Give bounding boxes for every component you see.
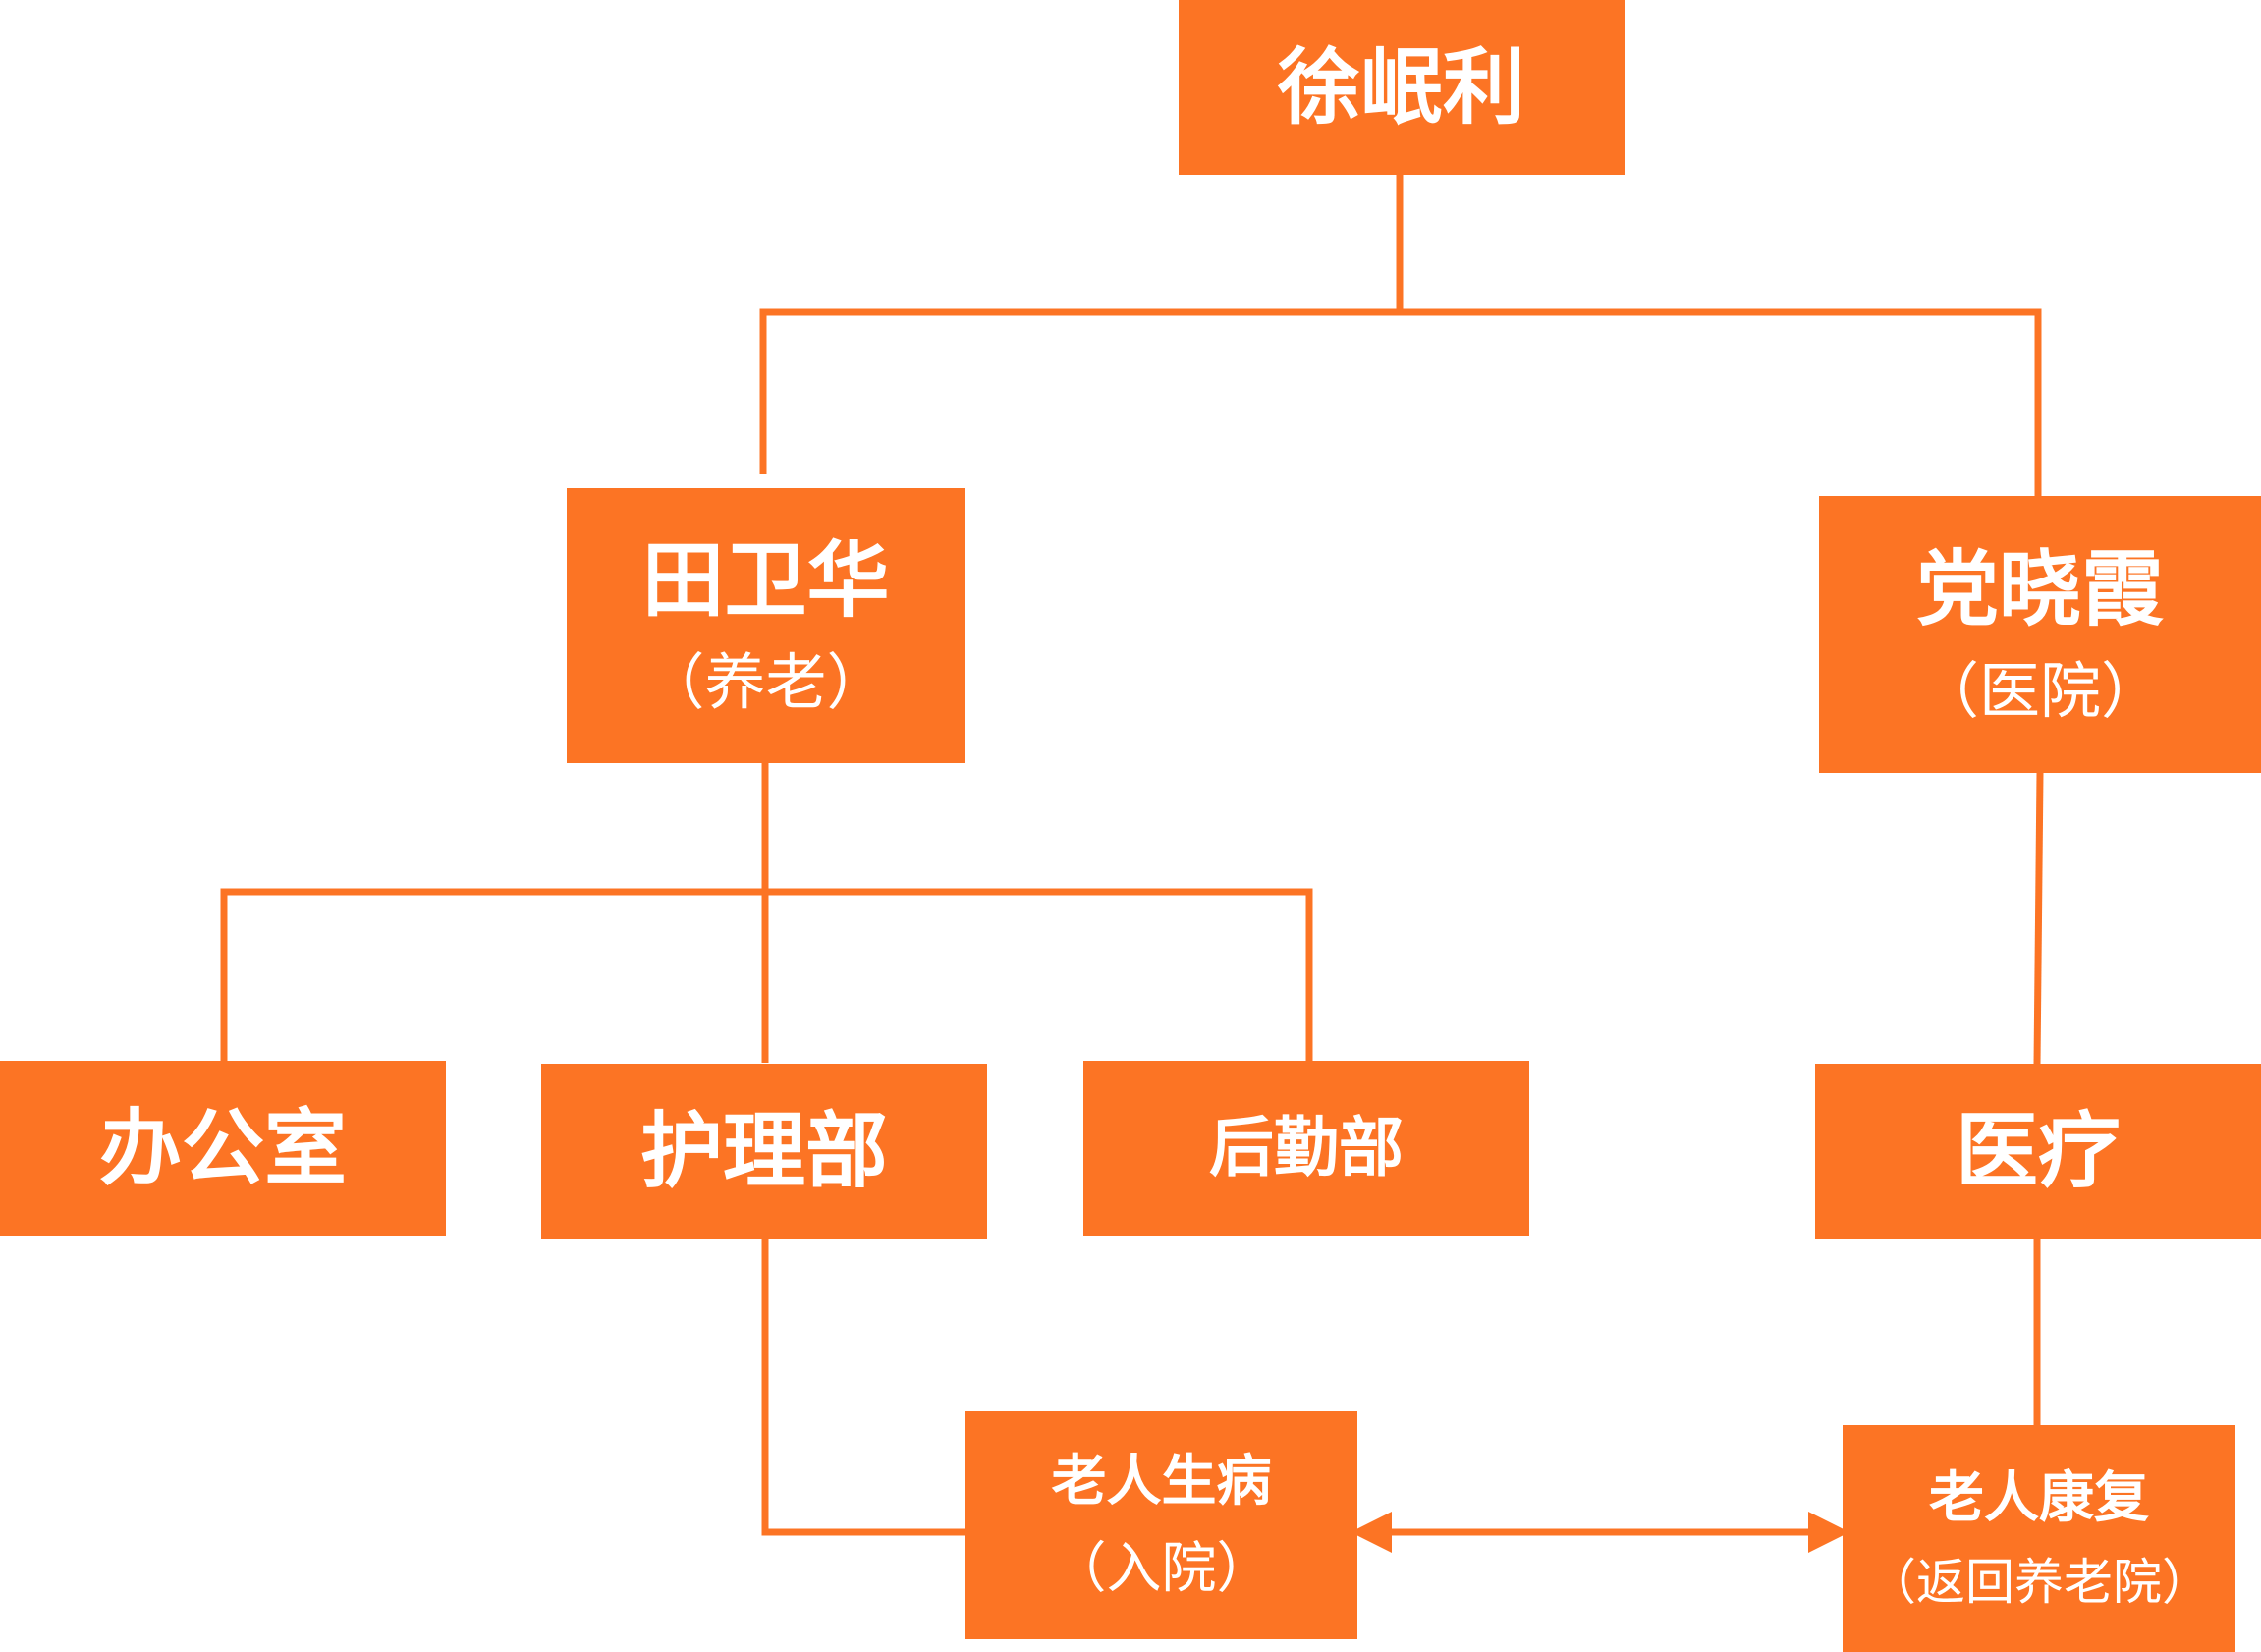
root-name: 徐岷利 [1277,38,1525,136]
office-name: 办公室 [98,1099,347,1196]
connector-root-branches [759,175,2042,496]
hospital-head-node: 党晓霞 （医院） [1819,496,2261,773]
nursing-node: 护理部 [541,1064,987,1239]
sick-note: （入院） [1051,1537,1272,1601]
hospital-head-name: 党晓霞 [1915,541,2164,638]
office-node: 办公室 [0,1061,446,1236]
elderly-care-head-note: （养老） [643,646,888,719]
elderly-care-head-node: 田卫华 （养老） [567,488,965,763]
recovery-note: （返回养老院） [1867,1554,2211,1612]
sick-node: 老人生病 （入院） [965,1411,1357,1639]
nursing-name: 护理部 [639,1103,888,1200]
connector-hospital-medical [2033,772,2044,1065]
logistics-name: 后勤部 [1209,1110,1404,1186]
logistics-node: 后勤部 [1083,1061,1529,1236]
connector-nursing-sick [761,1239,965,1536]
medical-name: 医疗 [1955,1102,2121,1199]
connector-elderly-departments [220,762,1313,1063]
recovery-node: 老人康复 （返回养老院） [1843,1425,2235,1652]
medical-node: 医疗 [1815,1064,2261,1239]
hospital-head-note: （医院） [1917,655,2162,728]
elderly-care-head-name: 田卫华 [641,532,890,630]
root-node: 徐岷利 [1179,0,1625,175]
recovery-name: 老人康复 [1929,1465,2149,1530]
sick-name: 老人生病 [1051,1449,1272,1514]
